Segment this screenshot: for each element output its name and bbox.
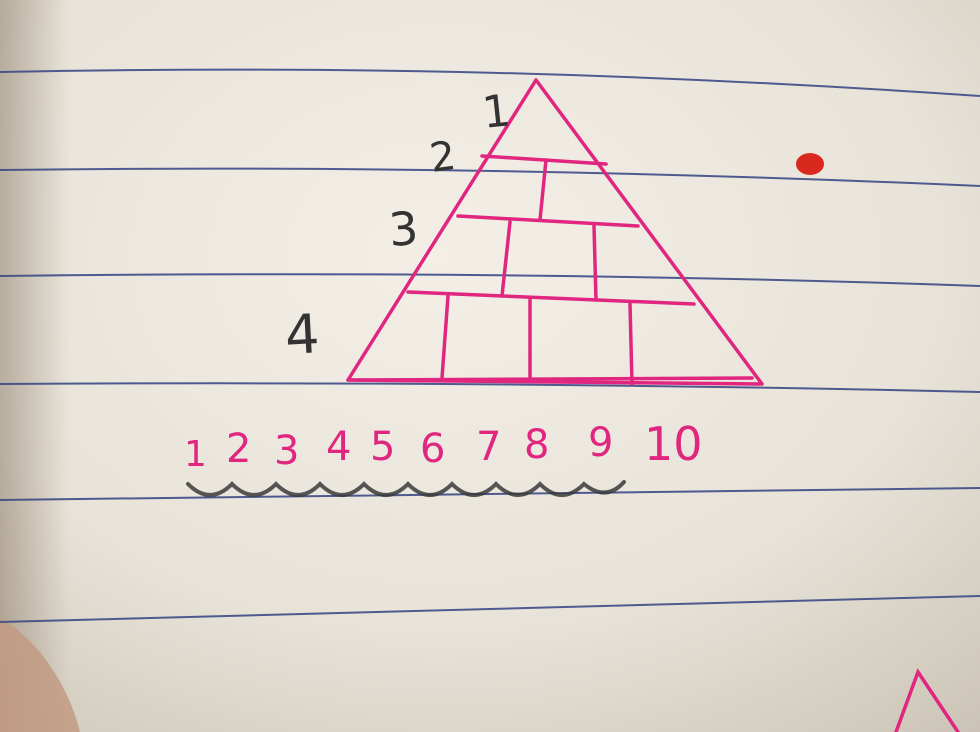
rule-line bbox=[0, 273, 980, 287]
row-number: 4 bbox=[283, 302, 321, 367]
row-number-labels: 1 2 3 4 bbox=[283, 85, 513, 367]
brick-divider bbox=[538, 158, 548, 222]
row-number: 3 bbox=[387, 201, 420, 257]
rule-line bbox=[0, 167, 980, 187]
count-number: 1 bbox=[184, 434, 207, 475]
row-number: 2 bbox=[427, 133, 459, 182]
brick-divider bbox=[628, 302, 634, 386]
brick-divider bbox=[592, 224, 598, 302]
count-numbers: 1 2 3 4 5 6 7 8 9 10 bbox=[184, 417, 703, 475]
brick-divider bbox=[440, 294, 450, 380]
pencil-scallops bbox=[186, 480, 626, 497]
rule-line bbox=[0, 68, 980, 97]
partial-triangle bbox=[894, 668, 960, 732]
count-number: 2 bbox=[226, 426, 251, 472]
row-divider bbox=[456, 214, 640, 228]
row-divider bbox=[480, 154, 608, 166]
count-number: 10 bbox=[644, 417, 703, 471]
pyramid-drawing bbox=[346, 78, 764, 386]
count-number: 6 bbox=[420, 426, 445, 472]
count-number: 3 bbox=[274, 428, 299, 474]
count-number: 4 bbox=[326, 424, 351, 470]
pyramid-outline bbox=[346, 78, 764, 386]
count-number: 9 bbox=[588, 420, 613, 466]
row-divider bbox=[406, 290, 696, 306]
paper-shadow bbox=[0, 0, 70, 732]
pyramid-base bbox=[346, 376, 754, 382]
finger-corner bbox=[0, 618, 80, 732]
count-number: 7 bbox=[476, 424, 501, 470]
rule-line bbox=[0, 382, 980, 393]
brick-divider bbox=[500, 220, 512, 298]
red-ink-dot bbox=[796, 153, 824, 175]
count-number: 8 bbox=[524, 422, 549, 468]
count-number: 5 bbox=[370, 424, 395, 470]
row-number: 1 bbox=[480, 85, 513, 139]
